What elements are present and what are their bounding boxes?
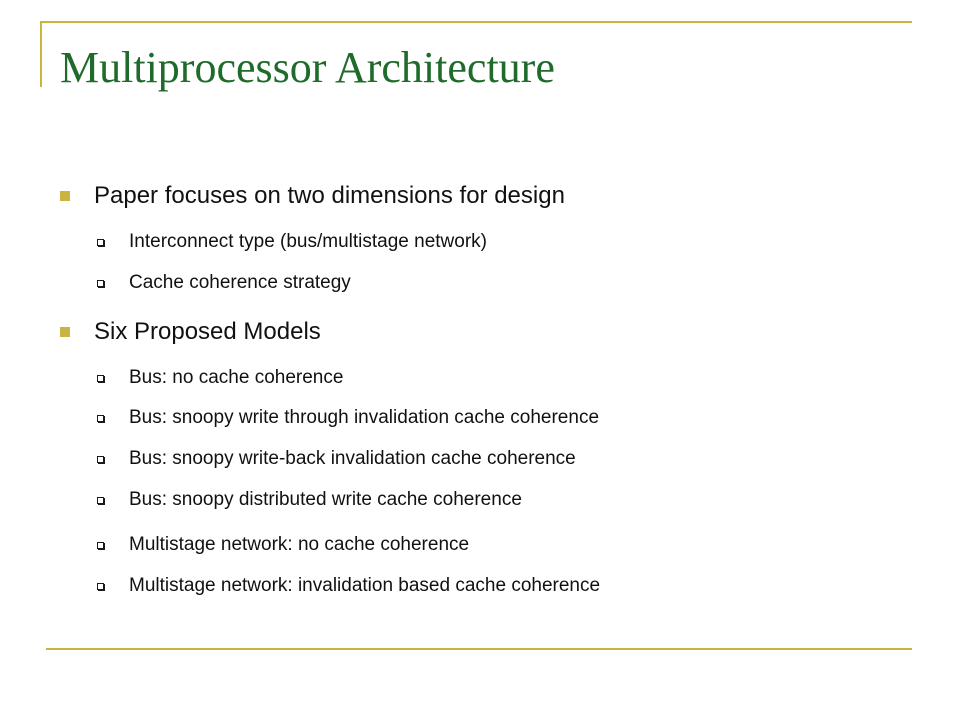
bullet-text: Paper focuses on two dimensions for desi…: [94, 182, 565, 209]
hollow-square-bullet-icon: [97, 497, 104, 504]
sub-bullet-interconnect: Interconnect type (bus/multistage networ…: [97, 230, 488, 254]
slide-title: Multiprocessor Architecture: [60, 43, 555, 92]
sub-bullet-text: Bus: snoopy write through invalidation c…: [129, 407, 600, 428]
sub-bullet-text: Bus: no cache coherence: [129, 367, 344, 388]
sub-bullet-model-4: Bus: snoopy distributed write cache cohe…: [97, 488, 522, 512]
hollow-square-bullet-icon: [97, 239, 104, 246]
sub-bullet-text: Bus: snoopy distributed write cache cohe…: [129, 489, 522, 510]
square-bullet-icon: [60, 191, 70, 201]
sub-bullet-coherence-strategy: Cache coherence strategy: [97, 271, 351, 295]
hollow-square-bullet-icon: [97, 583, 104, 590]
hollow-square-bullet-icon: [97, 542, 104, 549]
sub-bullet-model-2: Bus: snoopy write through invalidation c…: [97, 406, 600, 430]
hollow-square-bullet-icon: [97, 375, 104, 382]
bullet-design-dimensions: Paper focuses on two dimensions for desi…: [60, 181, 565, 211]
sub-bullet-text: Multistage network: invalidation based c…: [129, 575, 601, 596]
bottom-border-line: [46, 648, 912, 650]
bullet-six-models: Six Proposed Models: [60, 317, 321, 347]
bullet-text: Six Proposed Models: [94, 318, 321, 345]
sub-bullet-model-1: Bus: no cache coherence: [97, 366, 344, 390]
left-border-line: [40, 21, 42, 87]
sub-bullet-text: Interconnect type (bus/multistage networ…: [129, 231, 488, 252]
sub-bullet-model-5: Multistage network: no cache coherence: [97, 533, 470, 557]
sub-bullet-text: Bus: snoopy write-back invalidation cach…: [129, 448, 576, 469]
sub-bullet-text: Multistage network: no cache coherence: [129, 534, 470, 555]
hollow-square-bullet-icon: [97, 456, 104, 463]
square-bullet-icon: [60, 327, 70, 337]
sub-bullet-model-6: Multistage network: invalidation based c…: [97, 574, 601, 598]
top-border-line: [40, 21, 912, 23]
sub-bullet-model-3: Bus: snoopy write-back invalidation cach…: [97, 447, 576, 471]
sub-bullet-text: Cache coherence strategy: [129, 272, 351, 293]
hollow-square-bullet-icon: [97, 415, 104, 422]
hollow-square-bullet-icon: [97, 280, 104, 287]
